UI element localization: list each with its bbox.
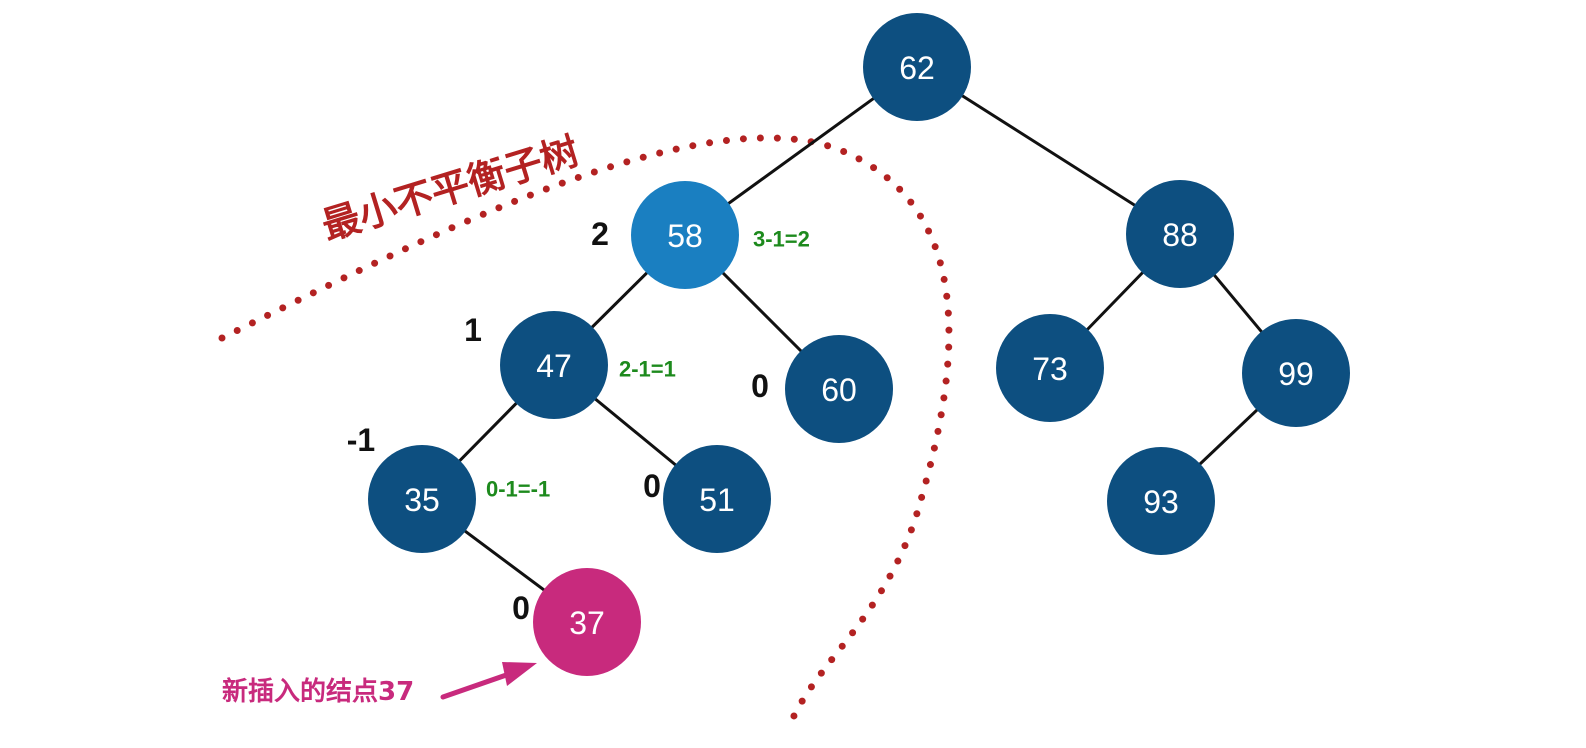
node-value: 62	[899, 50, 935, 86]
node-value: 60	[821, 372, 857, 408]
pointer-arrow	[440, 669, 518, 700]
tree-node-35: 35	[368, 445, 476, 553]
tree-node-88: 88	[1126, 180, 1234, 288]
balance-calculation-58: 3-1=2	[753, 227, 810, 252]
tree-node-62: 62	[863, 13, 971, 121]
inserted-node-note: 新插入的结点37	[222, 676, 414, 707]
balance-factor-47: 1	[464, 312, 482, 348]
node-circle	[663, 445, 771, 553]
node-circle	[785, 335, 893, 443]
tree-node-51: 51	[663, 445, 771, 553]
tree-node-47: 47	[500, 311, 608, 419]
tree-nodes: 62 58 88 47 60 73 99 35 51 93 37	[368, 13, 1350, 676]
tree-node-60: 60	[785, 335, 893, 443]
tree-node-37: 37	[533, 568, 641, 676]
node-value: 73	[1032, 351, 1068, 387]
balance-factor-51: 0	[643, 468, 661, 504]
balance-factor-60: 0	[751, 368, 769, 404]
balance-calculation-47: 2-1=1	[619, 357, 676, 382]
node-value: 47	[536, 348, 572, 384]
node-value: 37	[569, 605, 605, 641]
node-value: 99	[1278, 356, 1314, 392]
tree-node-73: 73	[996, 314, 1104, 422]
node-value: 93	[1143, 484, 1179, 520]
node-circle	[631, 181, 739, 289]
node-circle	[996, 314, 1104, 422]
tree-node-93: 93	[1107, 447, 1215, 555]
node-value: 88	[1162, 217, 1198, 253]
node-circle	[863, 13, 971, 121]
inserted-node-annotation: 新插入的结点37	[222, 662, 537, 707]
balance-calculation-35: 0-1=-1	[486, 477, 550, 502]
balance-factor-35: -1	[347, 422, 375, 458]
balance-factor-58: 2	[591, 216, 609, 252]
node-circle	[1126, 180, 1234, 288]
node-circle	[1242, 319, 1350, 427]
node-value: 35	[404, 482, 440, 518]
node-value: 58	[667, 218, 703, 254]
node-value: 51	[699, 482, 735, 518]
pointer-arrow-head	[502, 662, 537, 686]
balance-factor-labels: 2 1 0 -1 0 0	[347, 216, 769, 626]
node-circle	[368, 445, 476, 553]
balance-factor-37: 0	[512, 590, 530, 626]
node-circle	[533, 568, 641, 676]
tree-node-58: 58	[631, 181, 739, 289]
tree-node-99: 99	[1242, 319, 1350, 427]
node-circle	[1107, 447, 1215, 555]
balance-calculation-labels: 3-1=2 2-1=1 0-1=-1	[486, 227, 810, 502]
node-circle	[500, 311, 608, 419]
